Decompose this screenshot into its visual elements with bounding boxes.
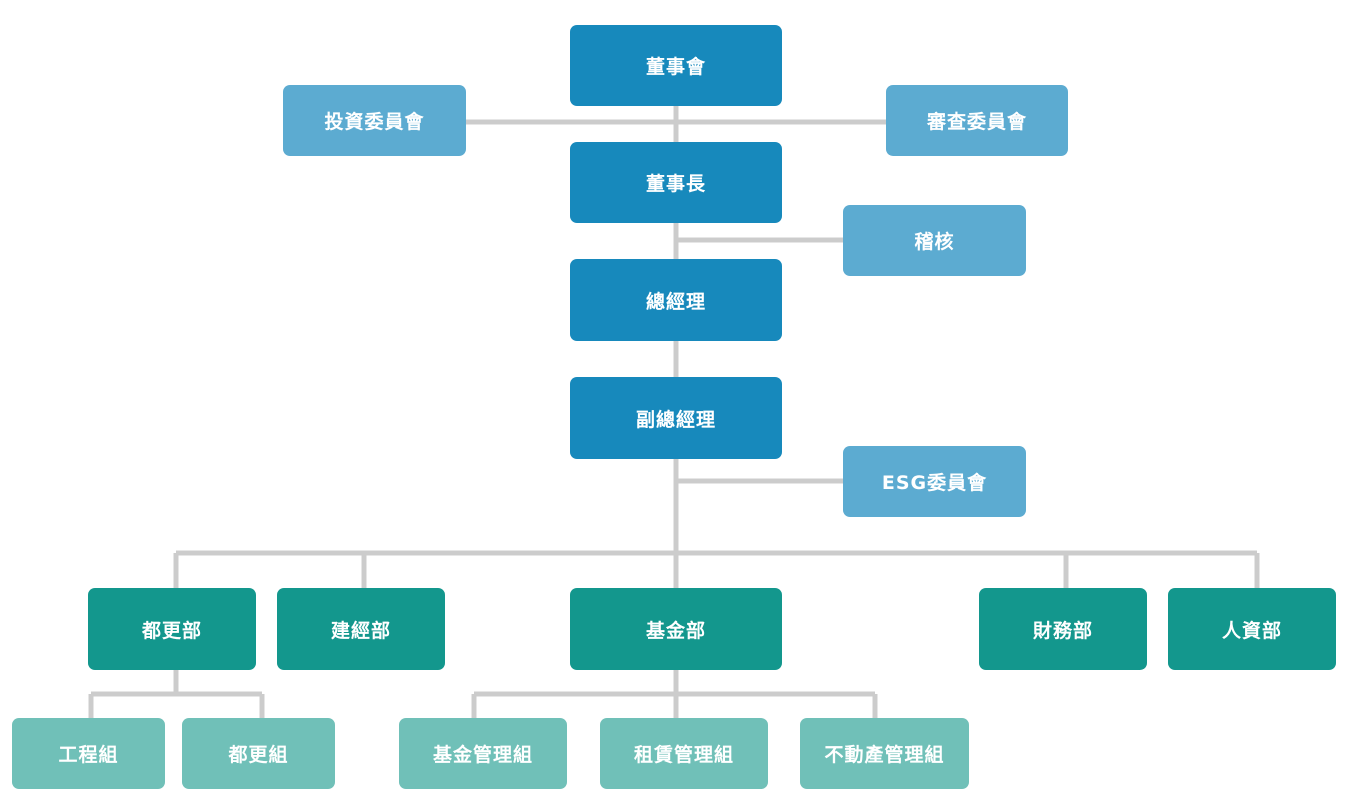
board-label: 董事會 (645, 56, 706, 78)
chairman-label: 董事長 (645, 173, 706, 195)
hr-dept-box: 人資部 (1168, 588, 1336, 670)
fund-management-group-box: 基金管理組 (399, 718, 567, 789)
review-committee-box: 審查委員會 (886, 85, 1068, 156)
finance-dept-box: 財務部 (979, 588, 1147, 670)
esg-committee-label: ESG委員會 (881, 472, 988, 494)
fund-dept-label: 基金部 (645, 619, 706, 642)
investment-committee-label: 投資委員會 (324, 111, 425, 133)
urban-renewal-dept-label: 都更部 (141, 619, 202, 642)
construction-dept-label: 建經部 (330, 619, 391, 642)
general-manager-box: 總經理 (570, 259, 782, 341)
vice-general-manager-label: 副總經理 (635, 408, 716, 431)
audit-box: 稽核 (843, 205, 1026, 276)
urban-renewal-group-label: 都更組 (228, 744, 289, 766)
fund-dept-box: 基金部 (570, 588, 782, 670)
real-estate-management-group-label: 不動產管理組 (824, 744, 945, 766)
investment-committee-box: 投資委員會 (283, 85, 466, 156)
audit-label: 稽核 (914, 231, 955, 253)
hr-dept-label: 人資部 (1221, 619, 1282, 642)
engineering-group-label: 工程組 (58, 744, 119, 766)
esg-committee-box: ESG委員會 (843, 446, 1026, 517)
engineering-group-box: 工程組 (12, 718, 165, 789)
urban-renewal-group-box: 都更組 (182, 718, 335, 789)
fund-management-group-label: 基金管理組 (432, 744, 533, 766)
vice-general-manager-box: 副總經理 (570, 377, 782, 459)
real-estate-management-group-box: 不動產管理組 (800, 718, 969, 789)
leasing-management-group-box: 租賃管理組 (600, 718, 768, 789)
urban-renewal-dept-box: 都更部 (88, 588, 256, 670)
board-box: 董事會 (570, 25, 782, 106)
review-committee-label: 審查委員會 (926, 111, 1027, 133)
leasing-management-group-label: 租賃管理組 (633, 744, 734, 766)
chairman-box: 董事長 (570, 142, 782, 223)
general-manager-label: 總經理 (645, 290, 706, 313)
construction-dept-box: 建經部 (277, 588, 445, 670)
finance-dept-label: 財務部 (1032, 619, 1093, 642)
